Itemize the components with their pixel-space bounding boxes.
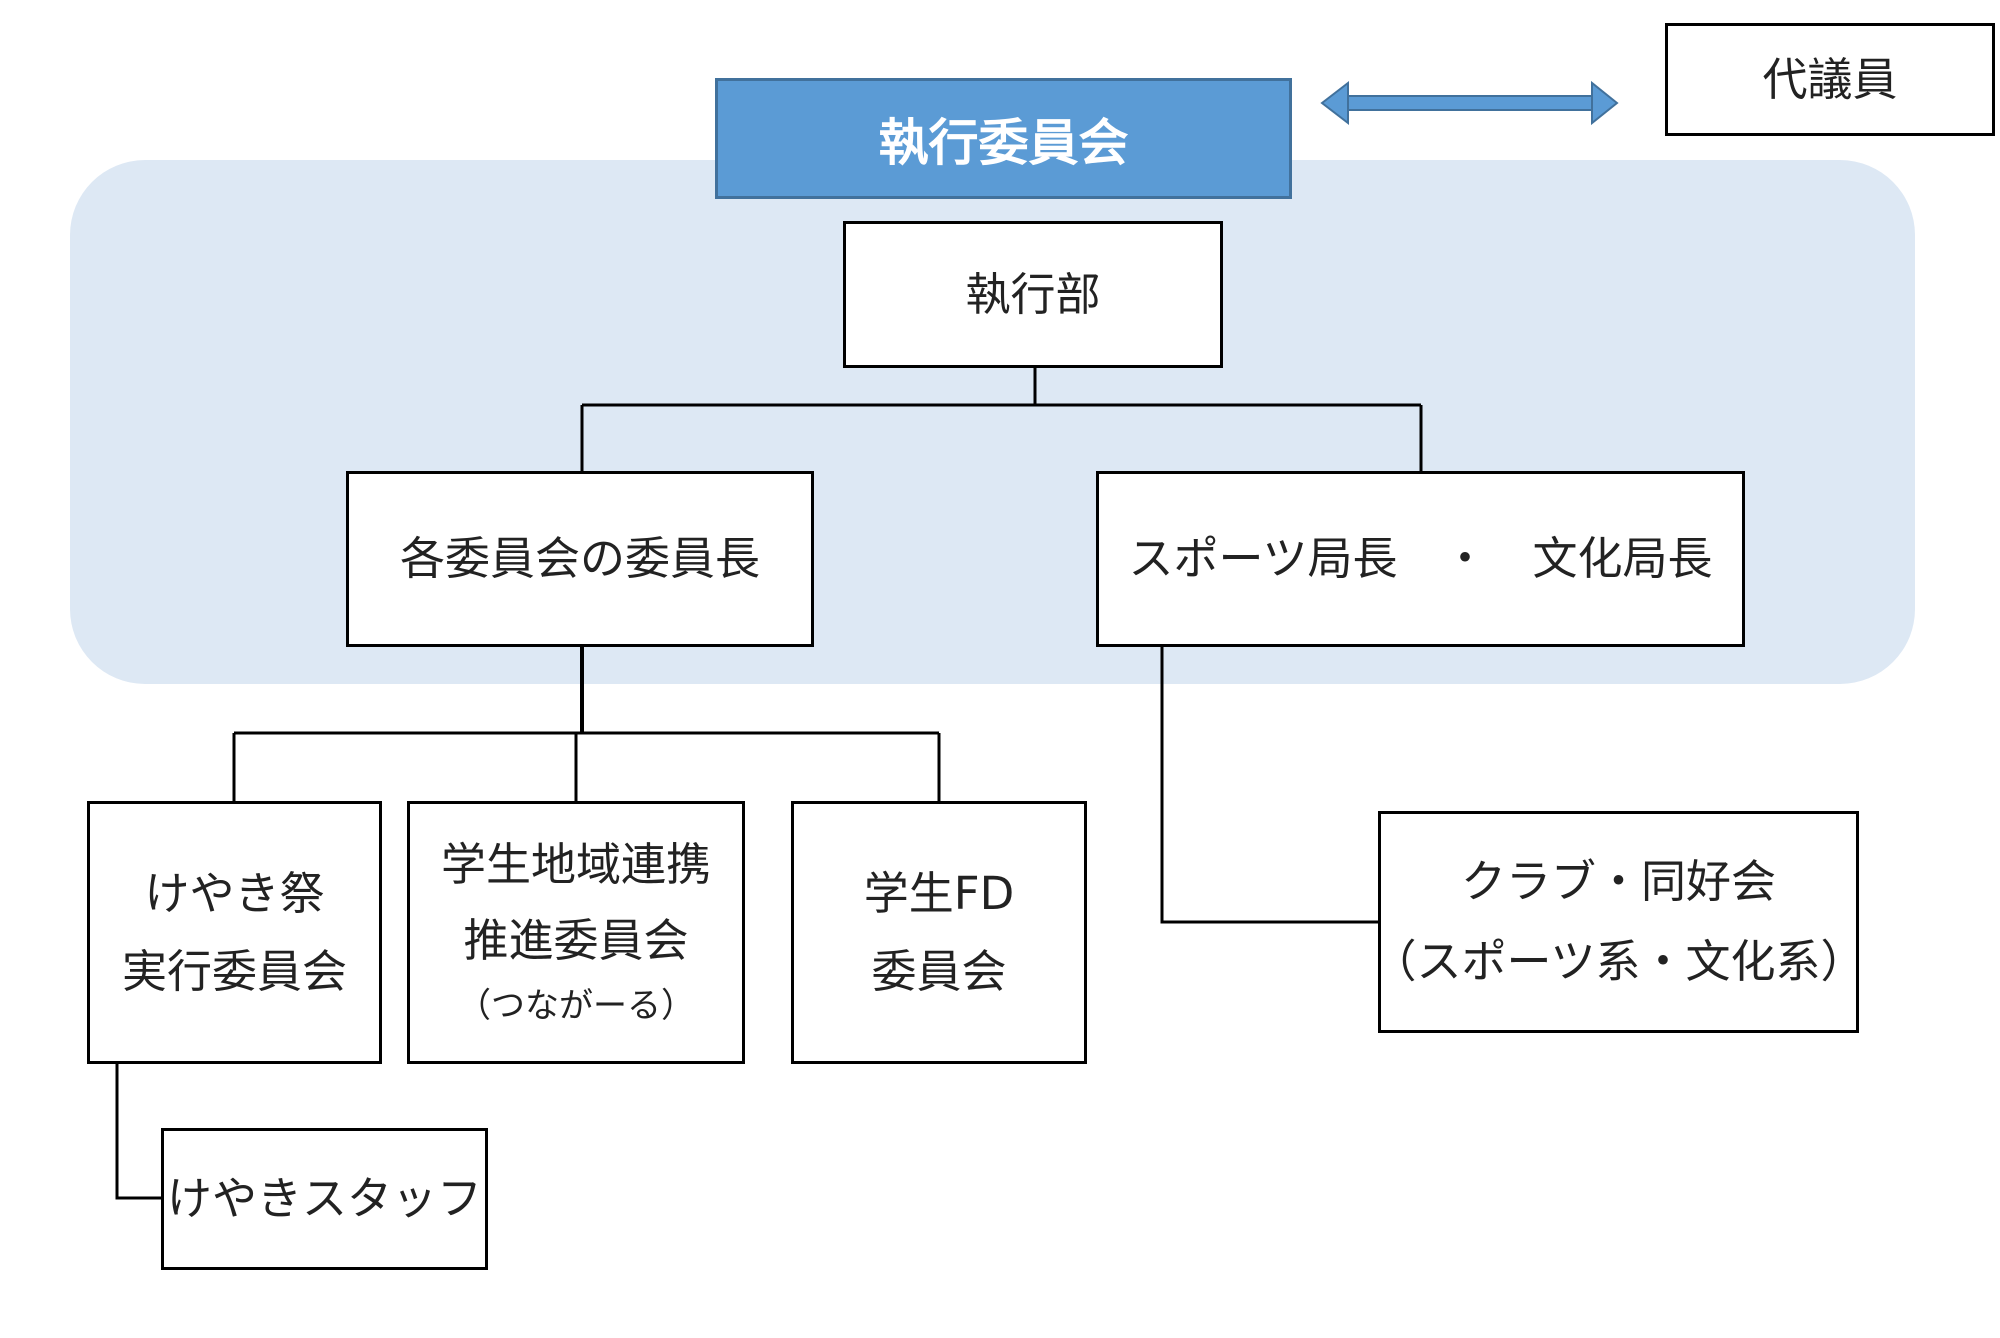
committee-chairs-label: 各委員会の委員長 <box>399 532 760 585</box>
keyaki-festival-label-1: けやき祭 <box>144 866 325 920</box>
delegates-box: 代議員 <box>1665 23 1995 136</box>
executive-department-label: 執行部 <box>965 267 1101 321</box>
keyaki-staff-box: けやきスタッフ <box>161 1128 488 1270</box>
executive-committee-label: 執行委員会 <box>878 113 1129 172</box>
fd-committee-label-1: 学生FD <box>863 866 1015 920</box>
keyaki-festival-committee-box: けやき祭 実行委員会 <box>87 801 382 1064</box>
bureau-chiefs-label: スポーツ局長 ・ 文化局長 <box>1128 532 1713 585</box>
delegates-label: 代議員 <box>1762 52 1898 106</box>
keyaki-festival-label-2: 実行委員会 <box>121 944 347 998</box>
regional-committee-label-3: （つながーる） <box>457 986 695 1027</box>
committee-chairs-box: 各委員会の委員長 <box>346 471 814 647</box>
executive-committee-box: 執行委員会 <box>715 78 1292 199</box>
connector-bureaus-to-clubs <box>1160 646 1378 924</box>
double-arrow-icon <box>1320 80 1619 126</box>
clubs-label-1: クラブ・同好会 <box>1460 855 1776 908</box>
bureau-chiefs-box: スポーツ局長 ・ 文化局長 <box>1096 471 1745 647</box>
clubs-label-2: （スポーツ系・文化系） <box>1371 935 1866 988</box>
regional-committee-label-1: 学生地域連携 <box>440 838 711 892</box>
regional-committee-label-2: 推進委員会 <box>463 914 689 968</box>
connector-keyaki-to-staff <box>115 1063 162 1200</box>
student-fd-committee-box: 学生FD 委員会 <box>791 801 1087 1064</box>
clubs-box: クラブ・同好会 （スポーツ系・文化系） <box>1371 811 1866 1033</box>
executive-department-box: 執行部 <box>843 221 1223 368</box>
keyaki-staff-label: けやきスタッフ <box>166 1172 482 1225</box>
fd-committee-label-2: 委員会 <box>871 944 1007 998</box>
regional-collaboration-committee-box: 学生地域連携 推進委員会 （つながーる） <box>407 801 745 1064</box>
